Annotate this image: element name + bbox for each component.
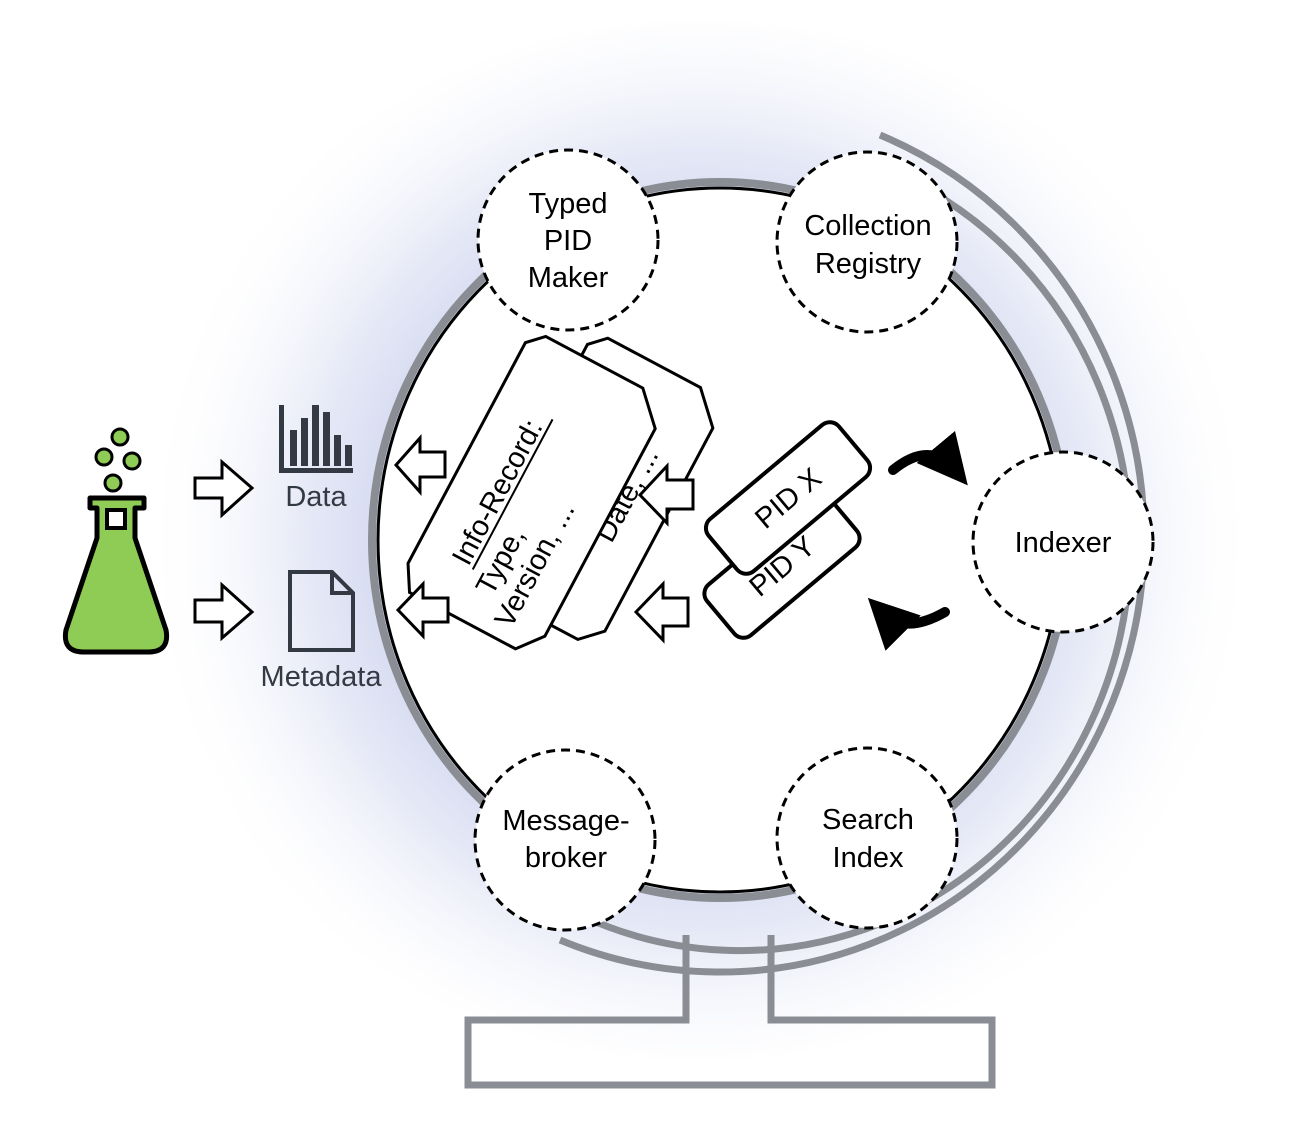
flow-arrow-pid-to-record-top bbox=[637, 462, 695, 527]
node-typed-pid-maker: Typed PID Maker bbox=[476, 148, 660, 332]
node-typed-pid-maker-line2: PID bbox=[544, 225, 592, 257]
node-collection-registry-line1: Collection bbox=[804, 210, 931, 242]
node-indexer-label: Indexer bbox=[1015, 527, 1112, 559]
globe-stand bbox=[464, 935, 996, 1089]
node-search-index: Search Index bbox=[775, 746, 959, 930]
node-message-broker-line1: Message- bbox=[502, 805, 629, 837]
flow-arrow-data-to-record bbox=[393, 434, 447, 496]
metadata-label: Metadata bbox=[261, 661, 383, 693]
pid-tag-front: PID X bbox=[703, 420, 873, 576]
node-message-broker-line2: broker bbox=[525, 842, 608, 874]
node-indexer: Indexer bbox=[971, 450, 1155, 634]
flow-arrow-input-metadata bbox=[193, 581, 255, 642]
flask-icon bbox=[62, 427, 170, 655]
document-icon bbox=[288, 570, 355, 652]
node-message-broker: Message- broker bbox=[473, 748, 657, 932]
flow-arrow-input-data bbox=[193, 458, 255, 519]
node-typed-pid-maker-line3: Maker bbox=[528, 262, 609, 294]
node-search-index-line2: Index bbox=[833, 842, 904, 874]
curved-arrow-to-indexer bbox=[888, 430, 968, 486]
flow-arrow-pid-to-record-bottom bbox=[633, 580, 690, 644]
data-label: Data bbox=[285, 481, 347, 513]
curved-arrow-from-indexer bbox=[867, 597, 950, 651]
node-search-index-line1: Search bbox=[822, 804, 914, 836]
node-collection-registry-line2: Registry bbox=[815, 248, 922, 280]
node-typed-pid-maker-line1: Typed bbox=[529, 188, 608, 220]
bar-chart-icon bbox=[279, 405, 353, 473]
flow-arrow-metadata-to-record bbox=[395, 580, 450, 640]
node-collection-registry: Collection Registry bbox=[775, 150, 959, 334]
